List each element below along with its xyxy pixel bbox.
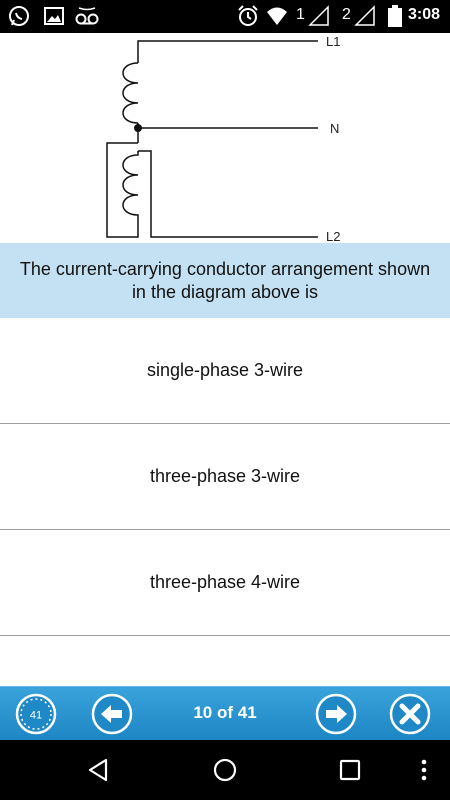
next-arrow-icon[interactable] (314, 692, 358, 736)
back-icon[interactable] (86, 757, 112, 783)
answer-label: three-phase 4-wire (149, 572, 301, 592)
recent-apps-icon[interactable] (337, 757, 363, 783)
alarm-icon (238, 5, 258, 26)
answer-list: single-phase 3-wire three-phase 3-wire t… (0, 318, 450, 686)
status-bar: 1 2 3:08 (0, 0, 450, 33)
answer-option-4[interactable] (0, 636, 450, 686)
overflow-menu-icon[interactable] (418, 757, 430, 783)
navigation-bar (0, 740, 450, 800)
previous-arrow-icon[interactable] (90, 692, 134, 736)
sim2-label: 2 (342, 6, 351, 23)
answer-option-2[interactable]: three-phase 3-wire (0, 424, 450, 530)
label-n: N (330, 121, 339, 136)
quiz-toolbar: 41 10 of 41 (0, 686, 450, 740)
home-icon[interactable] (212, 757, 238, 783)
timer-icon[interactable]: 41 (14, 692, 58, 736)
label-l1: L1 (326, 34, 340, 49)
answer-label: single-phase 3-wire (146, 360, 304, 380)
clock: 3:08 (408, 6, 441, 23)
wifi-icon (267, 7, 287, 25)
battery-icon (388, 5, 402, 27)
label-l2: L2 (326, 229, 340, 243)
answer-option-3[interactable]: three-phase 4-wire (0, 530, 450, 636)
question-banner: The current-carrying conductor arrangeme… (0, 243, 450, 318)
sim1-label: 1 (296, 6, 305, 23)
signal-icon (354, 5, 375, 26)
whatsapp-icon (9, 6, 29, 26)
answer-label: three-phase 3-wire (149, 466, 301, 486)
transformer-diagram: L1 N L2 (0, 33, 450, 243)
answer-option-1[interactable]: single-phase 3-wire (0, 318, 450, 424)
close-icon[interactable] (388, 692, 432, 736)
neutral-tap-dot (134, 124, 142, 132)
question-counter: 10 of 41 (193, 703, 257, 722)
gallery-icon (44, 7, 64, 25)
signal-icon (308, 5, 329, 26)
question-text: The current-carrying conductor arrangeme… (19, 258, 431, 302)
voicemail-icon (75, 7, 99, 25)
timer-badge: 41 (30, 710, 42, 722)
